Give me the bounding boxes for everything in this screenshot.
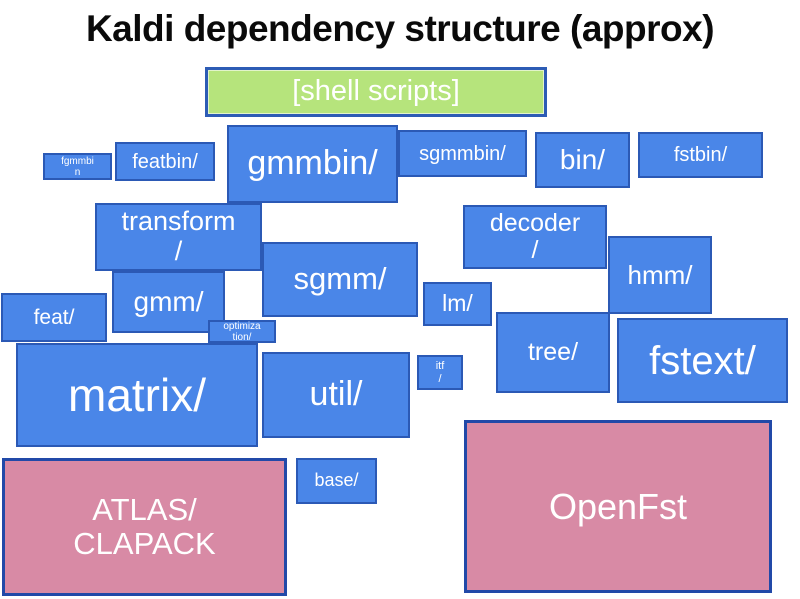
node-label: [shell scripts]: [292, 75, 460, 108]
node-label: featbin/: [132, 150, 198, 173]
node-label: bin/: [559, 143, 606, 175]
node-label: sgmmbin/: [419, 142, 506, 165]
node-optimization: optimiza tion/: [208, 320, 276, 343]
node-sgmmbin: sgmmbin/: [398, 130, 527, 177]
node-atlas-clapack: ATLAS/ CLAPACK: [2, 458, 287, 596]
node-featbin: featbin/: [115, 142, 215, 181]
node-bin: bin/: [535, 132, 630, 188]
node-label: decoder /: [489, 208, 581, 264]
node-label: OpenFst: [548, 485, 688, 527]
node-gmmbin: gmmbin/: [227, 125, 398, 203]
node-label: optimiza tion/: [223, 320, 261, 343]
node-itf: itf /: [417, 355, 463, 390]
node-matrix: matrix/: [16, 343, 258, 447]
node-decoder: decoder /: [463, 205, 607, 269]
node-fstbin: fstbin/: [638, 132, 763, 178]
node-label: fstext/: [649, 338, 756, 383]
node-label: fgmmbi n: [61, 155, 94, 178]
node-label: itf /: [435, 360, 445, 385]
node-tree: tree/: [496, 312, 610, 393]
node-fstext: fstext/: [617, 318, 788, 403]
node-label: base/: [314, 470, 359, 491]
node-base: base/: [296, 458, 377, 504]
node-openfst: OpenFst: [464, 420, 772, 593]
node-label: gmm/: [133, 285, 204, 317]
node-label: tree/: [527, 337, 579, 366]
node-label: sgmm/: [293, 261, 387, 297]
node-gmm: gmm/: [112, 271, 225, 333]
node-shell-scripts: [shell scripts]: [205, 67, 547, 117]
node-util: util/: [262, 352, 410, 438]
node-sgmm: sgmm/: [262, 242, 418, 317]
node-label: ATLAS/ CLAPACK: [73, 491, 216, 561]
node-hmm: hmm/: [608, 236, 712, 314]
node-label: feat/: [33, 305, 75, 329]
node-label: util/: [309, 375, 363, 414]
node-transform: transform /: [95, 203, 262, 271]
node-label: hmm/: [627, 259, 693, 290]
node-fgmmbin: fgmmbi n: [43, 153, 112, 180]
node-lm: lm/: [423, 282, 492, 326]
node-label: fstbin/: [673, 144, 728, 166]
node-label: lm/: [442, 290, 473, 317]
node-label: transform /: [121, 206, 236, 266]
node-label: matrix/: [68, 368, 206, 421]
node-feat: feat/: [1, 293, 107, 342]
diagram-title: Kaldi dependency structure (approx): [85, 8, 715, 49]
node-label: gmmbin/: [247, 144, 378, 183]
